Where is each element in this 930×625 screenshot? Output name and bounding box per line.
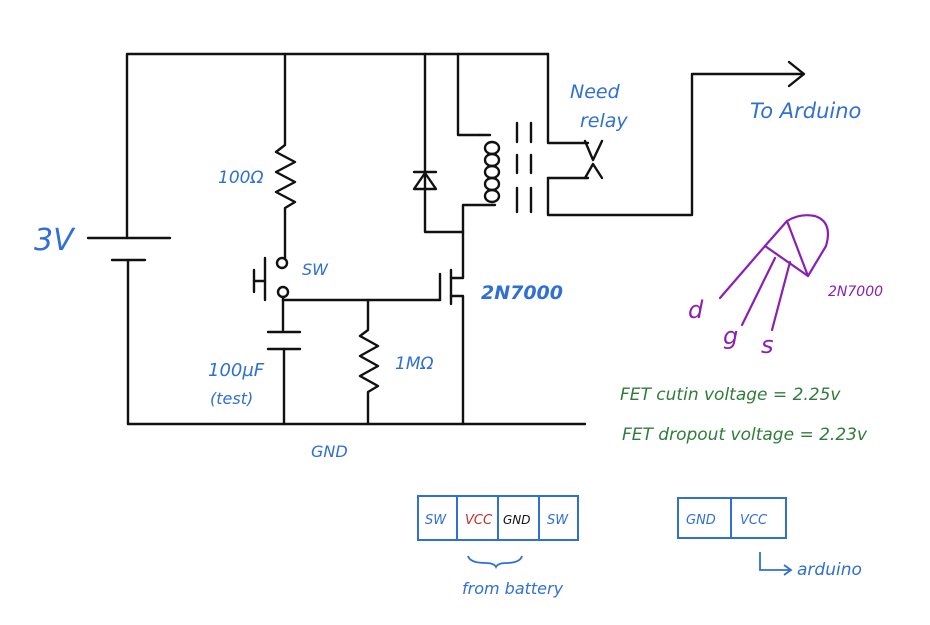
arduino-connector-arrow [759,552,793,576]
fet-pin-g-label: g [723,322,738,350]
resistor-1M-label: 1MΩ [395,354,433,374]
ground-label: GND [311,442,348,461]
gate-drive-wire [281,298,442,332]
flyback-diode [412,170,438,191]
top-rail-wire [125,52,550,240]
relay-coil [478,133,501,204]
battery-voltage-label: 3V [34,223,76,258]
capacitor-label: 100µF [208,360,265,381]
capacitor-100uF [266,330,302,426]
arduino-connector-caption: arduino [797,560,862,580]
relay-label-relay: relay [580,110,628,132]
arduino-connector [677,497,787,539]
battery-connector-pin-4: SW [547,513,569,528]
relay-label-need: Need [570,81,621,103]
fet-dropout-note: FET dropout voltage = 2.23v [622,425,868,445]
fet-pin-s-label: s [761,331,774,359]
push-switch [252,256,290,302]
relay-contact [546,52,806,217]
fet-cutin-note: FET cutin voltage = 2.25v [620,385,841,405]
fet-package-part-label: 2N7000 [828,284,883,300]
relay-feed-wires [423,52,497,234]
battery-connector-caption: from battery [462,579,564,598]
arduino-connector-pin-2: VCC [740,513,768,528]
resistor-1M-ohm [358,298,380,426]
mosfet-2N7000 [438,230,465,426]
fet-label: 2N7000 [481,282,563,304]
battery-connector-pin-2: VCC [465,513,493,528]
battery-connector [417,495,579,541]
battery-symbol [86,236,172,426]
battery-connector-pin-1: SW [425,513,447,528]
fet-package-sketch [718,214,830,332]
battery-connector-pin-3: GND [503,513,531,527]
output-to-arduino-label: To Arduino [750,99,861,123]
capacitor-note-label: (test) [210,389,253,408]
relay-core-lines [515,121,533,214]
resistor-100-label: 100Ω [218,168,263,188]
resistor-100-ohm [274,52,297,260]
switch-label: SW [302,260,329,279]
arduino-connector-pin-1: GND [686,513,716,528]
fet-pin-d-label: d [688,296,704,324]
battery-connector-brace [467,555,523,570]
